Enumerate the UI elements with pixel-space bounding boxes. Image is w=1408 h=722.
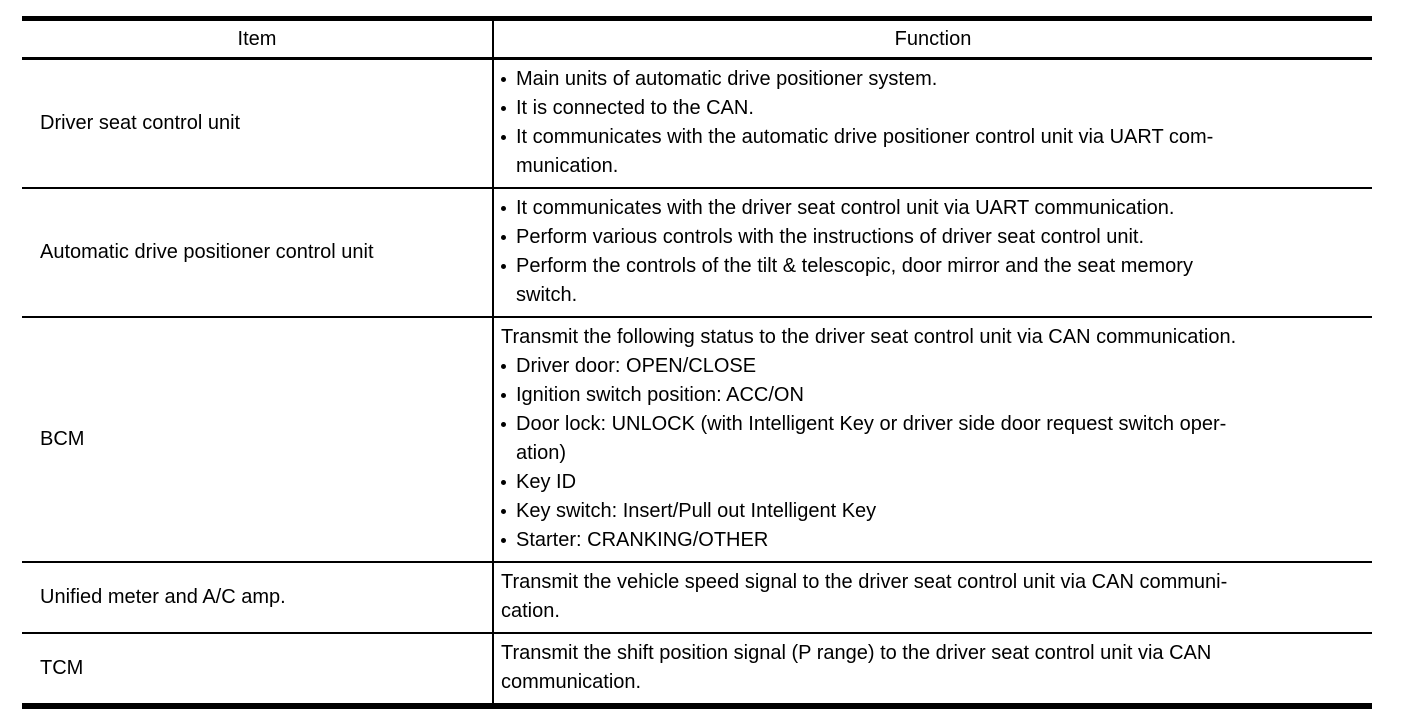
block-text: Door lock: UNLOCK (with Intelligent Key … <box>516 413 1227 464</box>
block-text: It communicates with the driver seat con… <box>516 197 1175 219</box>
item-cell: Unified meter and A/C amp. <box>22 562 494 634</box>
block-text: Main units of automatic drive positioner… <box>516 68 938 90</box>
bullet-item: Perform various controls with the instru… <box>501 223 1364 252</box>
bullet-item: Perform the controls of the tilt & teles… <box>501 252 1364 310</box>
bullet-item: It is connected to the CAN. <box>501 94 1364 123</box>
column-header-function: Function <box>493 18 1372 60</box>
component-function-table: Item Function Driver seat control unit Ma… <box>22 16 1372 709</box>
bullet-icon <box>501 538 506 543</box>
block-text: Transmit the following status to the dri… <box>501 326 1237 348</box>
block-text: Driver door: OPEN/CLOSE <box>516 355 757 377</box>
block-text: Starter: CRANKING/OTHER <box>516 529 769 551</box>
bullet-item: Driver door: OPEN/CLOSE <box>501 352 1364 381</box>
bullet-icon <box>501 235 506 240</box>
bullet-icon <box>501 480 506 485</box>
bullet-item: Key ID <box>501 468 1364 497</box>
bullet-icon <box>501 509 506 514</box>
bullet-item: Starter: CRANKING/OTHER <box>501 526 1364 555</box>
function-cell: Transmit the vehicle speed signal to the… <box>493 562 1372 634</box>
bullet-item: Main units of automatic drive positioner… <box>501 65 1364 94</box>
item-cell: Automatic drive positioner control unit <box>22 188 494 318</box>
bullet-icon <box>501 206 506 211</box>
table-row: BCM Transmit the following status to the … <box>22 317 1372 563</box>
function-cell: Transmit the following status to the dri… <box>493 317 1372 563</box>
bullet-item: It communicates with the automatic drive… <box>501 123 1364 181</box>
function-cell: It communicates with the driver seat con… <box>493 188 1372 318</box>
item-cell: TCM <box>22 633 494 707</box>
table-row: Driver seat control unit Main units of au… <box>22 58 1372 189</box>
bullet-item: Door lock: UNLOCK (with Intelligent Key … <box>501 410 1364 468</box>
block-text: It communicates with the automatic drive… <box>516 126 1214 177</box>
table-row: Unified meter and A/C amp.Transmit the v… <box>22 562 1372 634</box>
block-text: Ignition switch position: ACC/ON <box>516 384 804 406</box>
bullet-icon <box>501 393 506 398</box>
block-text: Perform various controls with the instru… <box>516 226 1145 248</box>
column-header-item: Item <box>22 18 494 60</box>
bullet-icon <box>501 422 506 427</box>
block-text: Key ID <box>516 471 577 493</box>
item-cell: Driver seat control unit <box>22 58 494 189</box>
bullet-item: It communicates with the driver seat con… <box>501 194 1364 223</box>
bullet-item: Key switch: Insert/Pull out Intelligent … <box>501 497 1364 526</box>
bullet-icon <box>501 135 506 140</box>
bullet-icon <box>501 77 506 82</box>
block-text: Key switch: Insert/Pull out Intelligent … <box>516 500 877 522</box>
text-paragraph: Transmit the following status to the dri… <box>501 323 1364 352</box>
block-text: It is connected to the CAN. <box>516 97 754 119</box>
bullet-item: Ignition switch position: ACC/ON <box>501 381 1364 410</box>
block-text: Transmit the vehicle speed signal to the… <box>501 571 1228 622</box>
text-paragraph: Transmit the vehicle speed signal to the… <box>501 568 1364 626</box>
block-text: Perform the controls of the tilt & teles… <box>516 255 1193 306</box>
bullet-icon <box>501 106 506 111</box>
bullet-icon <box>501 364 506 369</box>
table-header-row: Item Function <box>22 18 1372 60</box>
bullet-icon <box>501 264 506 269</box>
item-cell: BCM <box>22 317 494 563</box>
block-text: Transmit the shift position signal (P ra… <box>501 642 1212 693</box>
function-cell: Main units of automatic drive positioner… <box>493 58 1372 189</box>
text-paragraph: Transmit the shift position signal (P ra… <box>501 639 1364 697</box>
function-cell: Transmit the shift position signal (P ra… <box>493 633 1372 707</box>
table-row: Automatic drive positioner control unit I… <box>22 188 1372 318</box>
